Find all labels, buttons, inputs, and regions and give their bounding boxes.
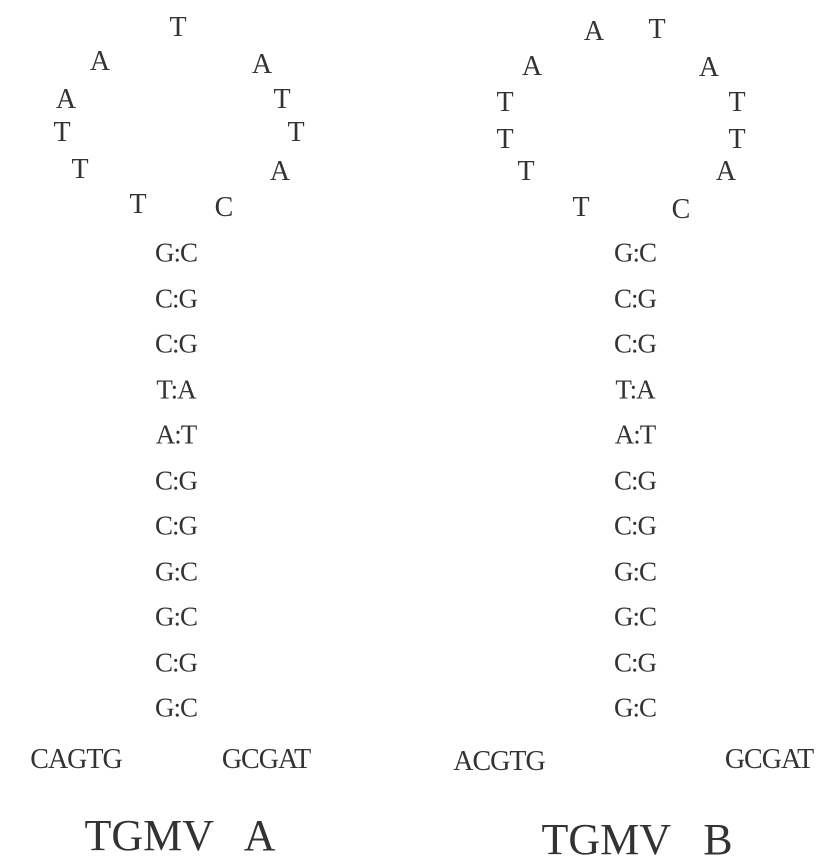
stem-base-pair: G:C [613, 556, 657, 586]
loop-base: T [273, 84, 291, 115]
loop-base: T [496, 87, 514, 118]
stem-base-pair: C:G [613, 647, 657, 677]
loop-base: A [583, 16, 605, 47]
loop-base: T [129, 189, 147, 220]
flank-right-sequence: GCGAT [724, 744, 814, 775]
loop-base: T [71, 154, 89, 185]
loop-base: T [287, 117, 305, 148]
loop-base: T [572, 192, 590, 223]
loop-base: C [214, 192, 234, 223]
loop-base: T [53, 117, 71, 148]
stem-base-pair: C:G [613, 465, 657, 495]
stem-base-pair: C:G [154, 647, 198, 677]
stem-base-pair: G:C [154, 556, 198, 586]
loop-base: T [169, 12, 187, 43]
loop-base: A [521, 51, 543, 82]
flank-right-sequence: GCGAT [221, 744, 311, 775]
stem-base-pair: C:G [613, 510, 657, 541]
loop-base: T [496, 124, 514, 155]
loop-base: A [251, 49, 273, 80]
stem-base-pair: A:T [614, 419, 656, 450]
stem-base-pair: G:C [154, 601, 198, 632]
stem-base-pair: T:A [156, 374, 196, 404]
stem-base-pair: C:G [154, 465, 198, 495]
loop-base: T [517, 156, 535, 187]
hairpin-label: TGMV A [84, 811, 276, 860]
loop-base: A [269, 156, 291, 187]
loop-base: A [698, 52, 720, 83]
stem-base-pair: G:C [154, 237, 198, 268]
flank-left-sequence: ACGTG [453, 746, 545, 777]
loop-base: C [671, 194, 691, 225]
loop-base: A [89, 46, 111, 77]
flank-left-sequence: CAGTG [30, 744, 122, 775]
stem-base-pair: G:C [613, 601, 657, 632]
stem-base-pair: C:G [154, 510, 198, 541]
loop-base: T [728, 87, 746, 118]
stem-base-pair: A:T [155, 419, 197, 450]
loop-base: A [715, 156, 737, 187]
stem-base-pair: C:G [154, 328, 198, 359]
stem-base-pair: C:G [613, 328, 657, 359]
stem-base-pair: G:C [613, 692, 657, 723]
stem-base-pair: C:G [613, 283, 657, 313]
stem-base-pair: T:A [615, 374, 655, 404]
loop-base: A [55, 84, 77, 115]
hairpin-label: TGMV B [541, 815, 733, 864]
stem-base-pair: C:G [154, 283, 198, 313]
loop-base: T [728, 124, 746, 155]
loop-base: T [648, 14, 666, 45]
stem-base-pair: G:C [154, 692, 198, 723]
stem-base-pair: G:C [613, 237, 657, 268]
